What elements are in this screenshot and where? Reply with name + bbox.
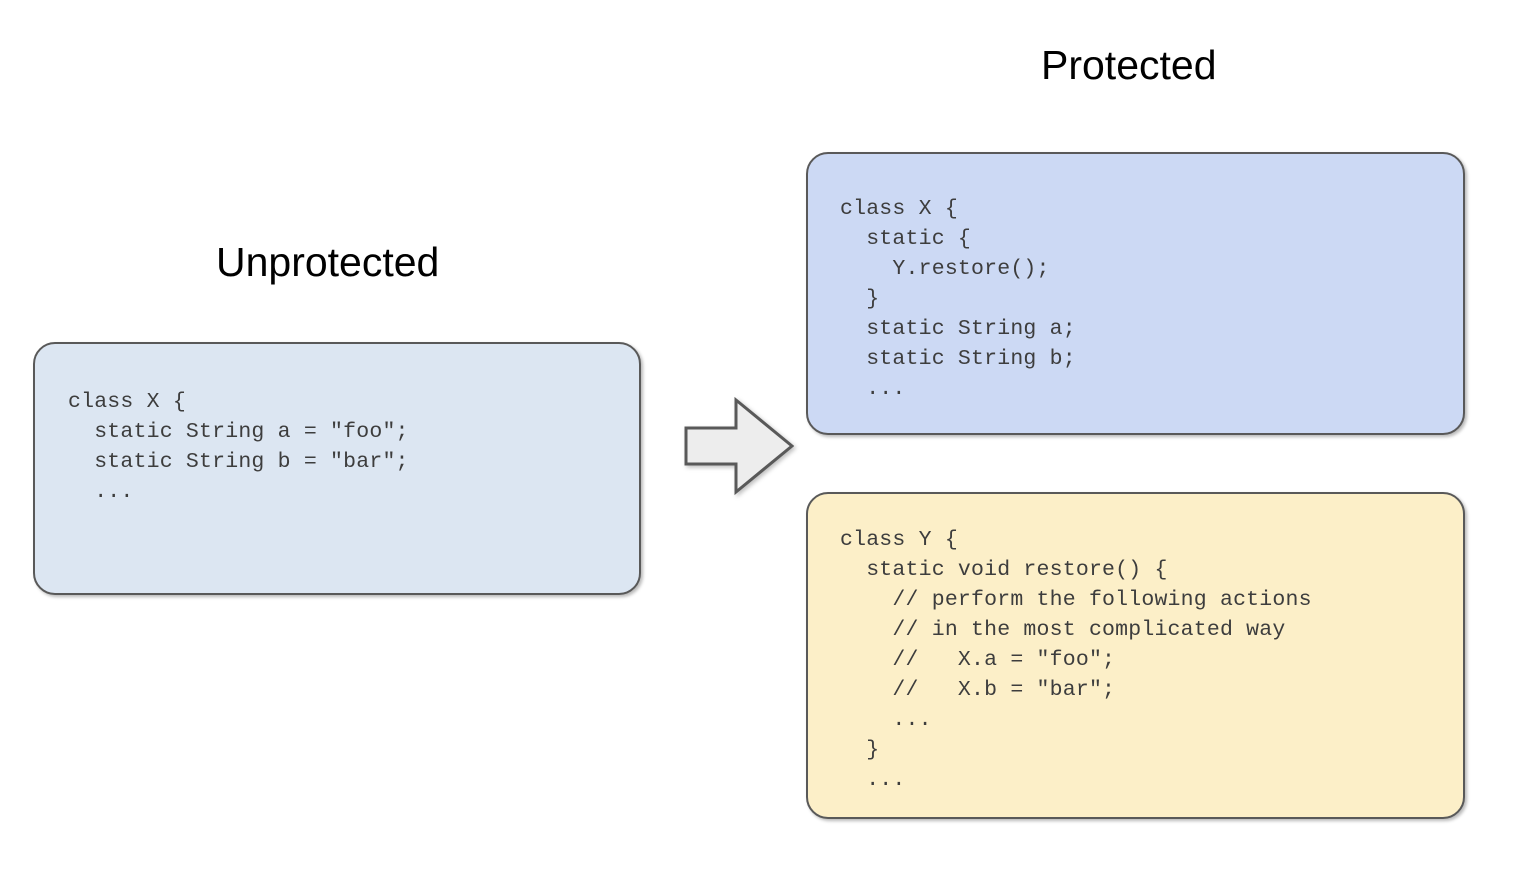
heading-protected: Protected	[1041, 42, 1217, 88]
code-text-protected-class-y: class Y { static void restore() { // per…	[840, 528, 1312, 792]
right-block-arrow-icon	[684, 396, 794, 496]
arrow-shape	[684, 396, 794, 496]
code-text-protected-class-x: class X { static { Y.restore(); } static…	[840, 197, 1076, 401]
code-box-protected-class-y: class Y { static void restore() { // per…	[806, 492, 1465, 819]
code-text-unprotected: class X { static String a = "foo"; stati…	[68, 390, 409, 504]
heading-unprotected: Unprotected	[216, 239, 440, 285]
code-box-protected-class-x: class X { static { Y.restore(); } static…	[806, 152, 1465, 435]
code-box-unprotected: class X { static String a = "foo"; stati…	[33, 342, 641, 595]
flow-arrow	[684, 396, 794, 496]
